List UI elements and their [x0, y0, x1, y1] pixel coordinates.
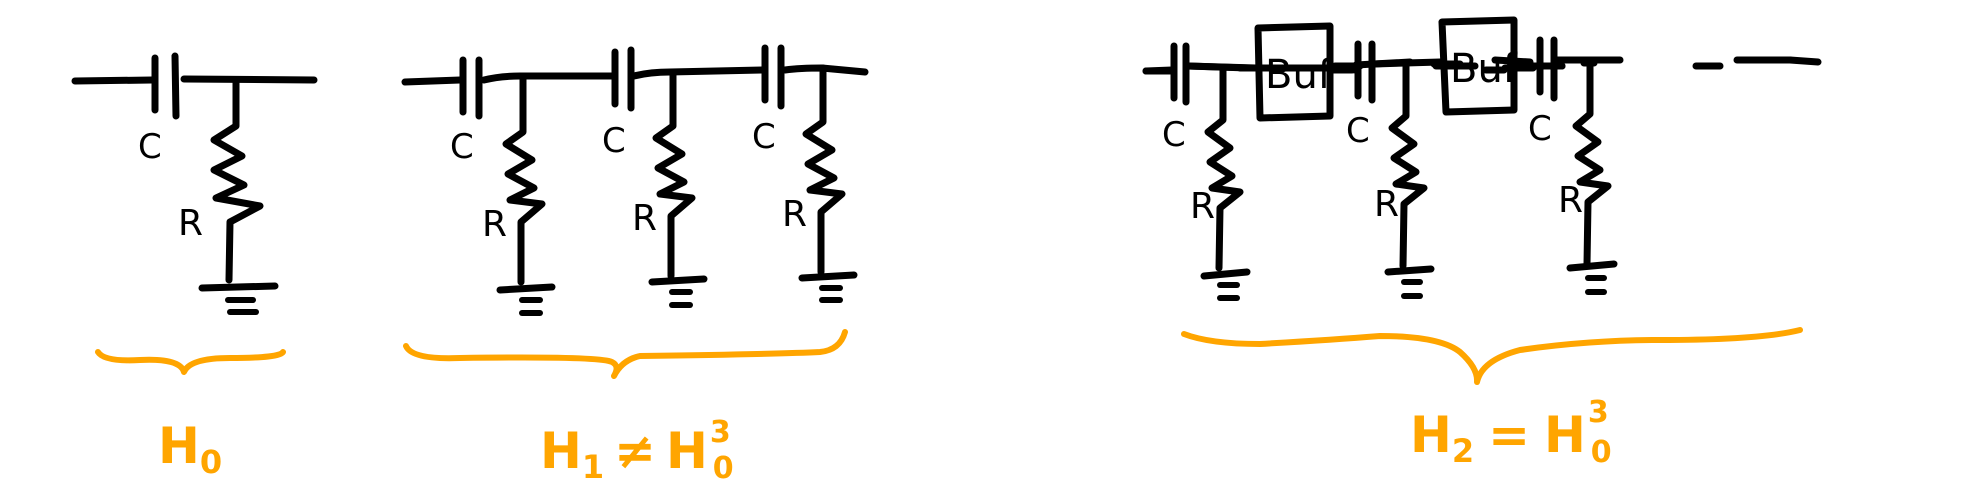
signal-wire: [401, 64, 869, 86]
resistor-icon: [652, 68, 696, 280]
capacitor-icon: [1354, 40, 1376, 104]
resistor-label: R: [1374, 184, 1399, 225]
signal-wire-main: [1142, 56, 1624, 75]
label-base: H: [540, 422, 582, 480]
label-rhs-sub: 0: [1591, 435, 1612, 470]
buffer-block: Buf: [1254, 22, 1334, 122]
resistor-icon: [1388, 60, 1428, 270]
label-relation: =: [1488, 406, 1530, 464]
signal-wire: [71, 75, 318, 85]
label-h0: H0: [158, 417, 222, 481]
buffer-label: Buf: [1265, 52, 1333, 98]
label-rhs-sup: 3: [710, 415, 731, 450]
circuit-h2: C R Buf C R: [1142, 16, 1822, 470]
label-rhs-sup: 3: [1588, 395, 1609, 430]
ground-icon: [648, 275, 708, 308]
label-base: H: [1410, 406, 1452, 464]
label-sub: 2: [1452, 432, 1474, 470]
capacitor-icon: [611, 46, 635, 112]
label-sub: 0: [200, 443, 222, 481]
capacitor-label: C: [1346, 111, 1370, 151]
label-relation: ≠: [614, 422, 656, 480]
resistor-icon: [210, 76, 264, 284]
capacitor-label: C: [450, 127, 474, 167]
label-rhs-base: H: [1544, 406, 1586, 464]
label-rhs-base: H: [666, 422, 708, 480]
circuit-h0: C R H0: [71, 52, 318, 481]
ground-icon: [798, 271, 858, 303]
resistor-label: R: [632, 198, 657, 239]
buffer-block: Buf: [1438, 16, 1518, 116]
capacitor-label: C: [1162, 115, 1186, 155]
capacitor-icon: [151, 52, 180, 120]
ground-icon: [1384, 265, 1435, 299]
capacitor-label: C: [602, 121, 626, 161]
capacitor-label: C: [138, 127, 162, 167]
label-rhs-sub: 0: [713, 451, 734, 486]
capacitor-label: C: [752, 117, 776, 157]
capacitor-icon: [459, 56, 483, 120]
resistor-label: R: [178, 203, 203, 244]
circuit-h1: C R C R C: [401, 44, 869, 486]
ground-icon: [1566, 260, 1618, 295]
ground-icon: [198, 282, 279, 315]
resistor-icon: [1204, 64, 1244, 272]
capacitor-icon: [1170, 42, 1190, 106]
ground-icon: [496, 283, 556, 316]
brace: [403, 329, 848, 379]
resistor-label: R: [782, 194, 807, 235]
resistor-icon: [802, 64, 846, 276]
resistor-icon: [1572, 58, 1612, 268]
resistor-label: R: [1190, 186, 1215, 227]
buffer-label: Buf: [1450, 46, 1518, 92]
brace: [95, 349, 286, 375]
brace: [1181, 327, 1803, 385]
label-sub: 1: [582, 448, 604, 486]
capacitor-label: C: [1528, 109, 1552, 149]
resistor-label: R: [1558, 180, 1583, 221]
ground-icon: [1200, 268, 1251, 301]
resistor-label: R: [482, 204, 507, 245]
resistor-icon: [502, 74, 546, 286]
label-base: H: [158, 417, 200, 475]
capacitor-icon: [761, 44, 785, 110]
